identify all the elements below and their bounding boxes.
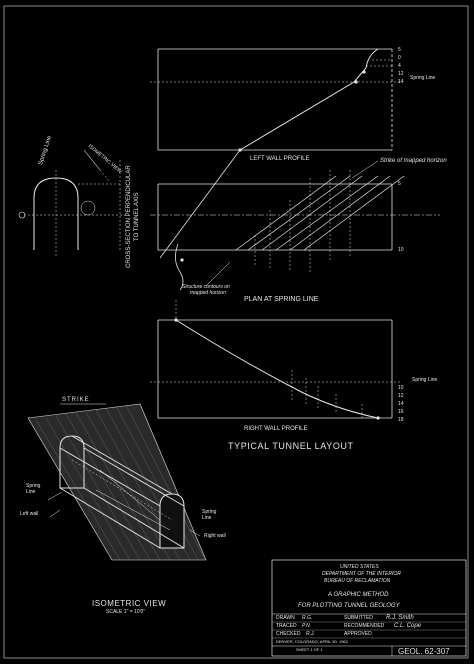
iso-scale: SCALE 1" = 10'0" — [106, 609, 146, 615]
iso-spring-line-left: Spring Line — [26, 484, 40, 495]
drawing-title-line1: A GRAPHIC METHOD — [328, 592, 389, 598]
strike-label: Strike of mapped horizon — [380, 158, 447, 164]
typical-layout-title: TYPICAL TUNNEL LAYOUT — [228, 441, 354, 451]
approved-label: APPROVED — [344, 631, 372, 637]
iso-spring-line-right: Spring Line — [202, 510, 216, 521]
agency-line2: DEPARTMENT OF THE INTERIOR — [322, 571, 401, 577]
location-line2: SHEET 1 OF 1 — [296, 647, 323, 652]
location-line1: DENVER, COLORADO, APRIL 30, 1962 — [276, 639, 348, 644]
recommended-label: RECOMMENDED — [344, 623, 385, 629]
sheet-border — [3, 5, 469, 659]
plan-scale-10: 10 — [398, 247, 404, 253]
left-scale-1: 0 — [398, 55, 401, 61]
contours-label-line2: mapped horizon — [190, 290, 226, 296]
iso-spring-line-left-2: Line — [26, 489, 36, 495]
left-scale-4: 14 — [398, 79, 404, 85]
iso-left-wall: Left wall — [20, 511, 39, 517]
drawing-title-line2: FOR PLOTTING TUNNEL GEOLOGY — [298, 603, 400, 609]
left-scale-0: 5 — [398, 47, 401, 53]
contours-label-line1: Structure contours on — [182, 284, 230, 290]
iso-spring-line-right-2: Line — [202, 515, 212, 521]
plan-scale-5: 5 — [398, 181, 401, 187]
traced-label: TRACED — [276, 623, 297, 629]
iso-title: ISOMETRIC VIEW — [92, 599, 167, 608]
right-scale-4: 18 — [398, 417, 404, 423]
contours-label: Structure contours on mapped horizon — [182, 285, 230, 296]
left-wall-scale: 5 0 4 12 14 — [398, 46, 412, 86]
left-wall-spring-line: Spring Line — [410, 75, 436, 81]
drawing-number: GEOL. 62-307 — [398, 647, 450, 656]
checked-label: CHECKED — [276, 631, 301, 637]
iso-spring-line-right-1: Spring — [202, 509, 217, 515]
submitted-value: R.J. Smith — [386, 615, 414, 621]
isometric-diagram — [27, 403, 207, 561]
traced-value: P.N. — [302, 623, 312, 629]
checked-value: R.J. — [306, 631, 315, 637]
right-wall-spring-line: Spring Line — [412, 377, 438, 383]
submitted-label: SUBMITTED — [344, 615, 373, 621]
right-scale-2: 14 — [398, 401, 404, 407]
right-scale-3: 16 — [398, 409, 404, 415]
drawn-label: DRAWN — [276, 615, 295, 621]
left-wall-profile — [150, 48, 400, 151]
recommended-value: C.L. Cope — [394, 623, 422, 629]
iso-strike: STRIKE — [62, 397, 90, 403]
iso-right-wall: Right wall — [204, 533, 226, 539]
agency-line1: UNITED STATES — [340, 564, 379, 570]
right-wall-scale: 10 12 14 16 18 — [398, 384, 412, 424]
plan-label: PLAN AT SPRING LINE — [244, 296, 319, 303]
cross-section-diagram — [18, 149, 128, 256]
agency-line3: BUREAU OF RECLAMATION — [324, 578, 391, 584]
plan-view — [150, 149, 440, 291]
drawn-value: R.G. — [302, 615, 313, 621]
right-scale-1: 12 — [398, 393, 404, 399]
title-block-frame — [271, 559, 467, 657]
right-wall-profile-label: RIGHT WALL PROFILE — [244, 426, 308, 432]
cross-section-title-line1: CROSS-SECTION PERPENDICULAR — [126, 165, 132, 268]
left-scale-2: 4 — [398, 63, 401, 69]
right-scale-0: 10 — [398, 385, 404, 391]
left-scale-3: 12 — [398, 71, 404, 77]
cross-section-title-line2: TO TUNNEL AXIS — [134, 192, 140, 241]
iso-spring-line-left-1: Spring — [26, 483, 41, 489]
cross-section-title: CROSS-SECTION PERPENDICULAR TO TUNNEL AX… — [126, 165, 140, 268]
left-wall-profile-label: LEFT WALL PROFILE — [250, 156, 310, 162]
right-wall-profile — [150, 300, 400, 419]
